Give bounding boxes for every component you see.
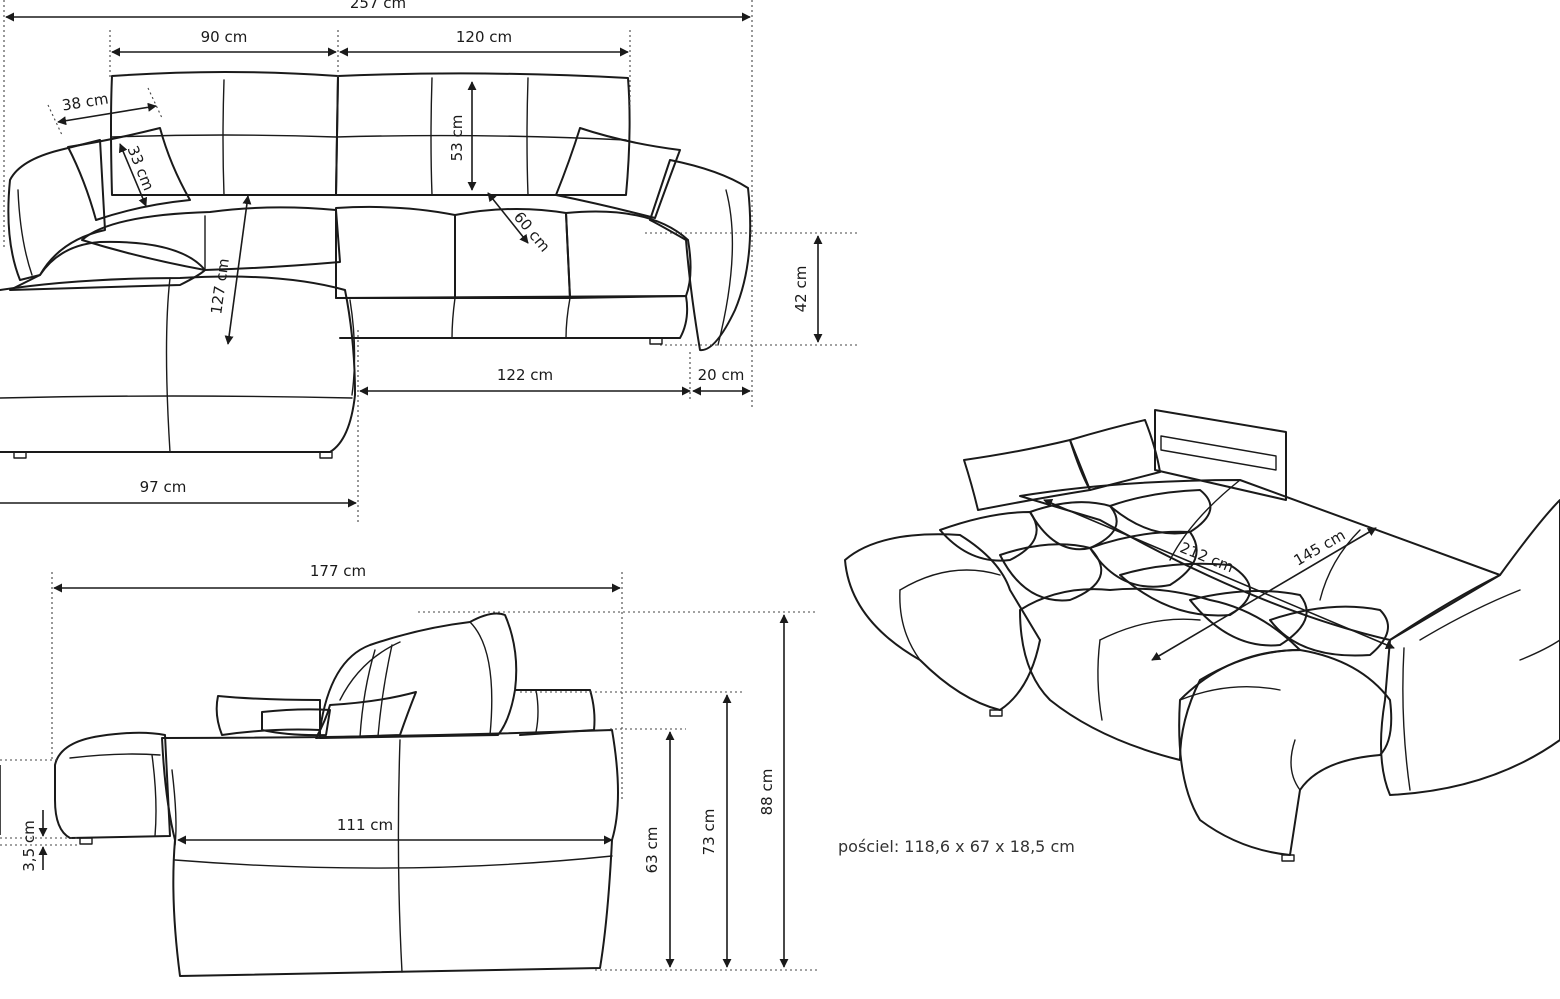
label-sofa-part: 122 cm [497,366,553,384]
dim-pillow-width [57,102,157,126]
dim-seat-depth [487,192,529,244]
front-view [0,71,752,459]
bedding-note: pościel: 118,6 x 67 x 18,5 cm [838,837,1075,856]
label-backrest-height: 53 cm [448,115,466,162]
side-view-extension-lines [0,572,818,971]
side-view [54,612,619,977]
label-back-right: 120 cm [456,28,512,46]
label-seat-depth: 60 cm [510,208,554,255]
label-height-arm: 73 cm [700,809,718,856]
label-bed-width: 145 cm [1291,526,1349,570]
label-chaise-width: 97 cm [140,478,187,496]
bed-view [844,409,1560,862]
label-seat-height: 42 cm [792,266,810,313]
dim-bed-width [1151,527,1377,661]
dim-pillow-height [118,143,148,207]
label-pillow-height: 33 cm [124,143,158,193]
label-height-total: 88 cm [758,769,776,816]
label-side-length: 177 cm [310,562,366,580]
label-total-width: 257 cm [350,0,406,12]
dim-chaise-length [224,195,252,345]
label-chaise-length: 127 cm [207,257,233,315]
label-leg-height: 3,5 cm [20,820,38,871]
front-view-extension-lines [3,0,858,522]
label-back-left: 90 cm [201,28,248,46]
label-bed-length: 212 cm [1177,538,1236,576]
dim-bed-length [1043,499,1395,649]
label-armrest: 20 cm [698,366,745,384]
label-pillow-width: 38 cm [61,90,110,115]
label-height-back: 63 cm [643,827,661,874]
side-view-dimensions: 177 cm 88 cm 73 cm 63 cm 111 cm 3,5 cm [0,562,789,968]
label-front-width: 111 cm [337,816,393,834]
